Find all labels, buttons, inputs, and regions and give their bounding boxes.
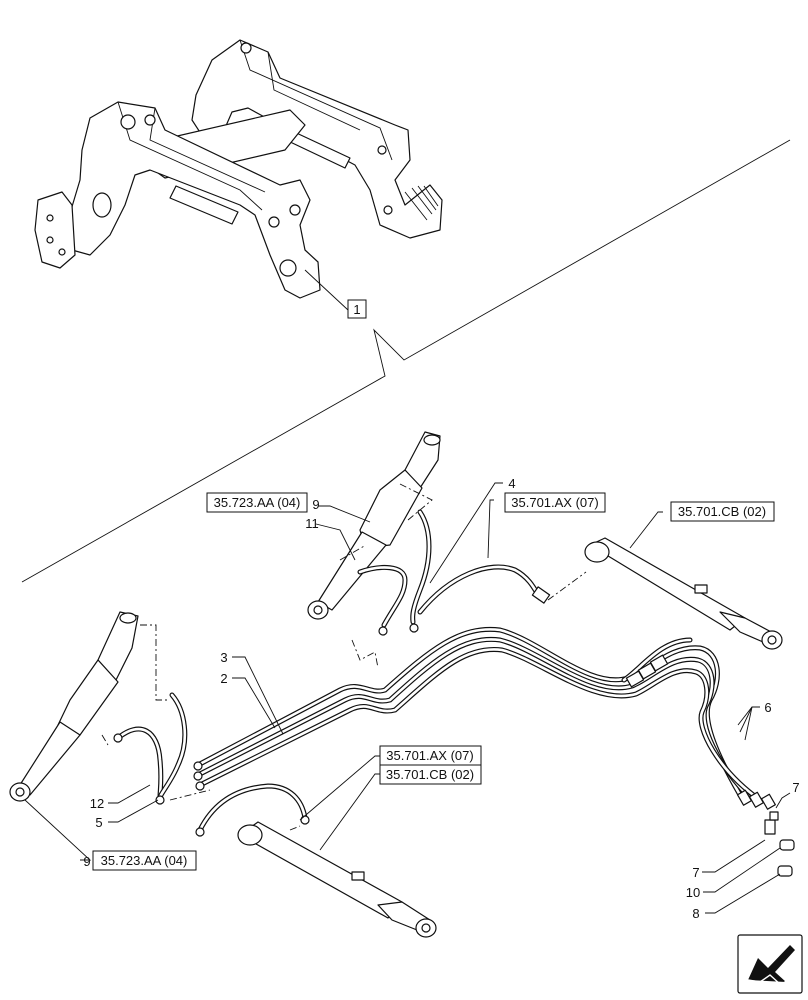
callout-1-box (347, 299, 367, 319)
callout-3: 3 (220, 650, 227, 665)
callout-4: 4 (508, 476, 515, 491)
ref-box-hose-top (504, 492, 606, 513)
ref-hose-top[interactable]: 35.701.AX (07) (511, 495, 598, 510)
ref-box-cyl-top (670, 501, 775, 522)
callout-7-right: 7 (792, 780, 799, 795)
callout-5: 5 (95, 815, 102, 830)
leader-1 (304, 269, 349, 311)
section-divider (21, 139, 791, 583)
callout-1: 1 (353, 302, 360, 317)
cylinder-upper (307, 431, 441, 620)
ref-hose-bottom[interactable]: 35.701.AX (07) (386, 748, 473, 763)
ref-top-left[interactable]: 35.723.AA (04) (214, 495, 301, 510)
callout-7-left: 7 (692, 865, 699, 880)
ref-box-bottom-left (92, 850, 197, 871)
callout-10: 10 (686, 885, 700, 900)
ref-cyl-top[interactable]: 35.701.CB (02) (678, 504, 766, 519)
callout-12: 12 (90, 796, 104, 811)
front-loader-assembly (34, 39, 443, 299)
ref-box-cyl-bottom (379, 764, 482, 785)
ref-bottom-left[interactable]: 35.723.AA (04) (101, 853, 188, 868)
leader-lines (24, 482, 791, 914)
hose-bundle (193, 626, 776, 810)
arrow-navigation-icon[interactable] (737, 934, 803, 994)
callout-8: 8 (692, 906, 699, 921)
callout-9-bottom: 9 (83, 854, 90, 869)
fittings-group (764, 811, 795, 877)
callout-11: 11 (305, 516, 319, 531)
cylinder-right-upper (584, 537, 783, 650)
callout-2: 2 (220, 671, 227, 686)
callout-6: 6 (764, 700, 771, 715)
ref-cyl-bottom[interactable]: 35.701.CB (02) (386, 767, 474, 782)
cylinder-bottom (237, 821, 437, 938)
ref-box-top-left (206, 492, 308, 513)
cylinder-left (9, 611, 139, 802)
callout-9-top: 9 (312, 497, 319, 512)
